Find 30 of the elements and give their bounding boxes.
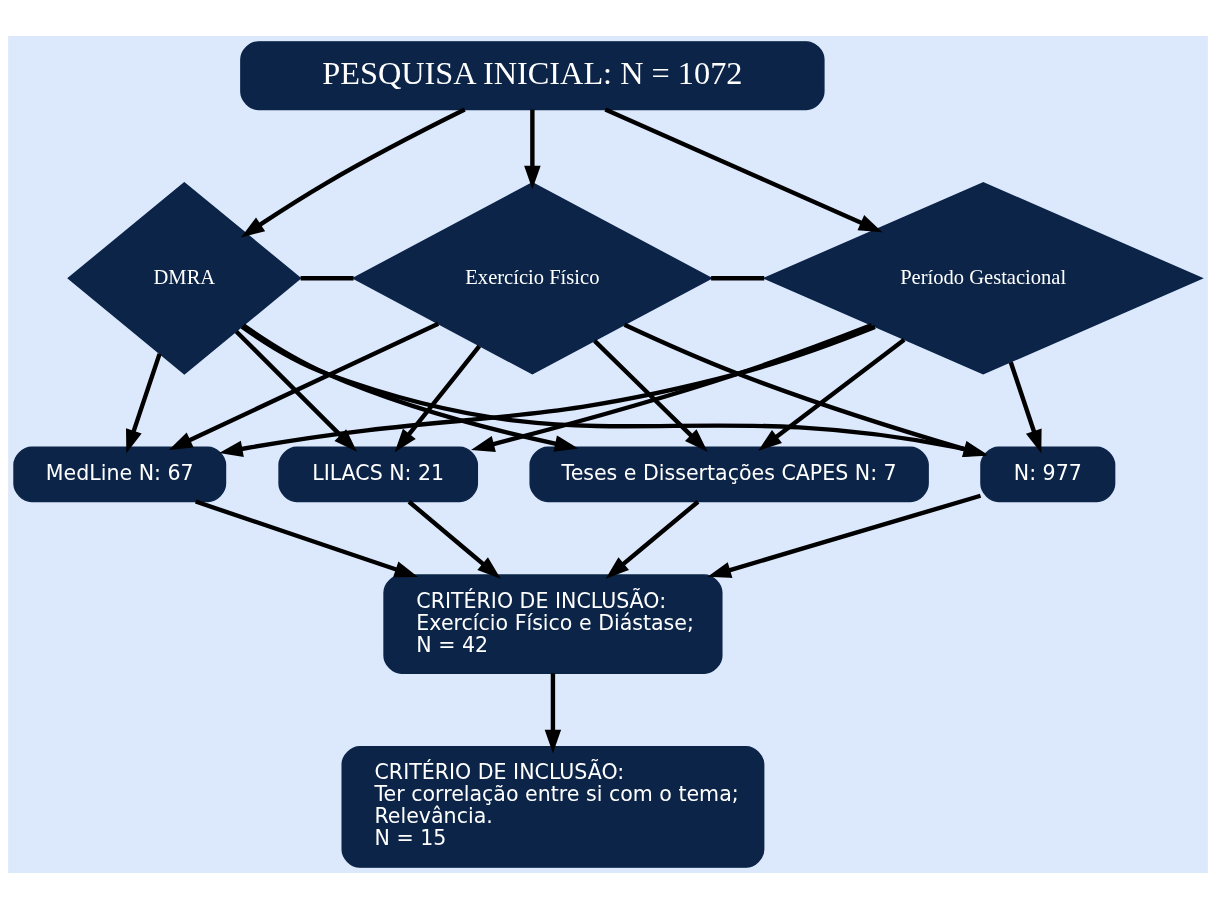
node-box: Teses e Dissertações CAPES N: 7: [529, 446, 929, 503]
arrow: [126, 353, 162, 454]
arrow: [471, 323, 873, 453]
arrow: [168, 321, 440, 450]
arrow: [605, 500, 700, 579]
node-diamond: DMRA: [67, 181, 302, 375]
connector: [300, 276, 354, 281]
node-box: N: 977: [980, 446, 1116, 503]
arrow: [544, 673, 562, 754]
arrow: [394, 344, 482, 453]
arrow: [407, 500, 501, 579]
node-box: PESQUISA INICIAL: N = 1072: [240, 41, 825, 111]
node-diamond: Período Gestacional: [762, 182, 1204, 375]
arrow: [219, 324, 876, 457]
arrow: [234, 329, 357, 452]
arrow: [195, 499, 419, 578]
arrow: [593, 339, 708, 452]
arrow: [524, 109, 541, 190]
node-box: MedLine N: 67: [13, 446, 227, 503]
node-box: CRITÉRIO DE INCLUSÃO: Ter correlação entre si com o tema; Relevância. N = 15: [341, 746, 765, 868]
node-box: LILACS N: 21: [278, 446, 479, 503]
arrow: [758, 338, 906, 451]
arrow: [242, 323, 579, 452]
arrow: [240, 107, 466, 238]
node-box: CRITÉRIO DE INCLUSÃO: Exercício Físico e Diástase; N = 42: [383, 574, 723, 675]
node-diamond: Exercício Físico: [351, 182, 713, 375]
arrow: [1008, 361, 1042, 454]
arrow: [604, 107, 883, 233]
arrow: [707, 493, 982, 578]
connector: [711, 276, 765, 281]
